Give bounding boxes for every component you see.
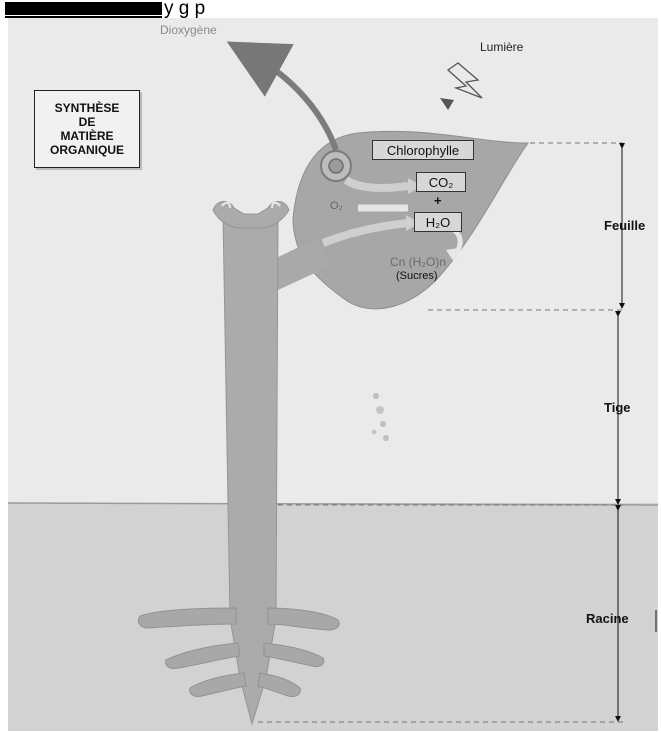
title-line-1: SYNTHÈSE <box>55 101 120 115</box>
label-sucres-formula: Cn (H₂O)n <box>390 255 446 269</box>
h2o-box: H₂O <box>414 212 462 232</box>
header-fragment-text: y g p <box>164 0 205 18</box>
label-tige: Tige <box>604 400 631 415</box>
title-box: SYNTHÈSE DE MATIÈRE ORGANIQUE <box>34 90 140 168</box>
co2-box: CO₂ <box>416 172 466 192</box>
chlorophylle-box: Chlorophylle <box>372 140 474 160</box>
label-racine: Racine <box>586 611 629 626</box>
label-h2o: H₂O <box>426 215 451 230</box>
label-chlorophylle: Chlorophylle <box>387 143 459 158</box>
label-dioxygene: Dioxygène <box>160 23 217 37</box>
label-plus: + <box>434 193 442 208</box>
title-line-3: MATIÈRE <box>60 129 113 143</box>
title-line-2: DE <box>79 115 96 129</box>
label-co2: CO₂ <box>429 175 454 190</box>
label-sucres: (Sucres) <box>396 270 438 282</box>
label-feuille: Feuille <box>604 218 645 233</box>
redacted-bar <box>5 2 162 15</box>
chloroplast-inner <box>329 159 343 173</box>
title-line-4: ORGANIQUE <box>50 143 124 157</box>
label-lumiere: Lumière <box>480 40 523 54</box>
label-o2: O₂ <box>330 200 343 212</box>
diagram-scene: SYNTHÈSE DE MATIÈRE ORGANIQUE Dioxygène … <box>8 18 658 731</box>
